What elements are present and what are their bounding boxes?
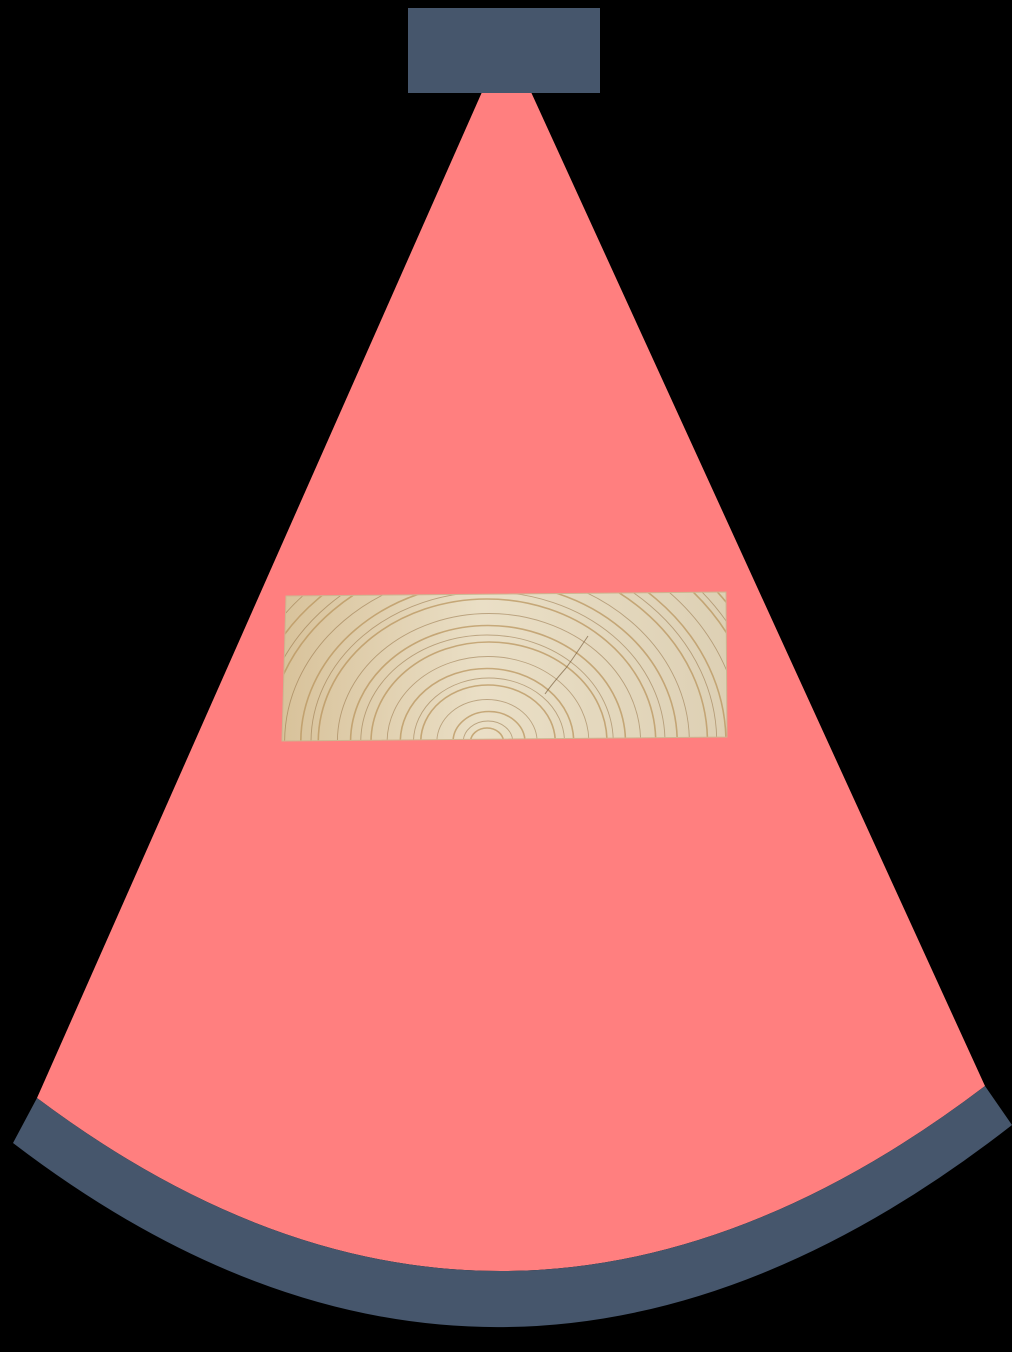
sensor-emitter (408, 8, 600, 93)
